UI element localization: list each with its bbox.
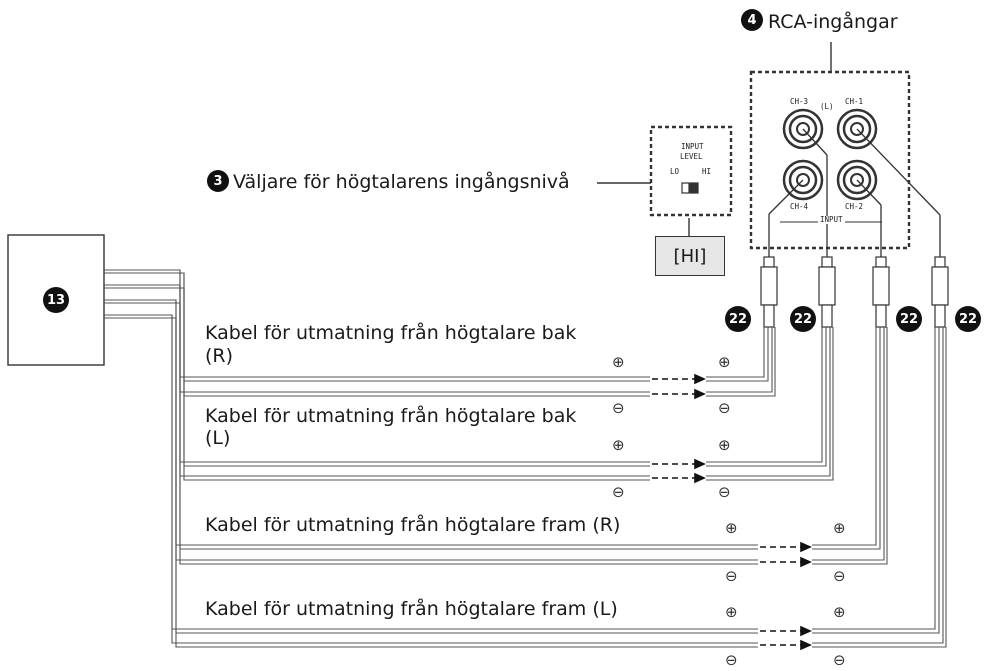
- minus-sign: ⊖: [718, 399, 731, 417]
- ch3-label: CH-3: [790, 97, 809, 106]
- hi-label: HI: [702, 167, 712, 176]
- input-level-title-2: LEVEL: [680, 152, 703, 161]
- rca-inputs-label: RCA-ingångar: [768, 11, 898, 33]
- speaker-cables: [104, 269, 947, 648]
- plug-number-badge-1: 22: [725, 306, 751, 332]
- plus-sign: ⊕: [833, 603, 846, 621]
- rear-right-cable-label: Kabel för utmatning från högtalare bak: [205, 322, 577, 344]
- jack-cables: [768, 128, 941, 257]
- minus-sign: ⊖: [725, 651, 738, 669]
- hi-setting-box: [HI]: [655, 236, 725, 276]
- input-level-selector-label: Väljare för högtalarens ingångsnivå: [233, 171, 570, 193]
- minus-sign: ⊖: [612, 399, 625, 417]
- minus-sign: ⊖: [612, 483, 625, 501]
- connection-arrows: [652, 373, 812, 651]
- plug-number-badge-2: 22: [790, 306, 816, 332]
- plug-number-badge-3: 22: [896, 306, 922, 332]
- arrow-rear-r-top: [652, 373, 706, 385]
- plug-1: [760, 256, 778, 328]
- minus-sign: ⊖: [725, 567, 738, 585]
- arrow-rear-l-bottom: [652, 472, 706, 484]
- rca-plugs: [760, 256, 949, 328]
- minus-sign: ⊖: [833, 651, 846, 669]
- l-mark-label: (L): [820, 102, 834, 111]
- lo-label: LO: [670, 167, 680, 176]
- rca-number-badge: 4: [741, 9, 763, 31]
- ch1-label: CH-1: [845, 97, 864, 106]
- arrow-front-r-bottom: [760, 556, 812, 568]
- ch4-label: CH-4: [790, 202, 809, 211]
- jack-ch4: [782, 159, 824, 201]
- arrow-front-l-bottom: [760, 639, 812, 651]
- plus-sign: ⊕: [612, 353, 625, 371]
- plug-2: [818, 256, 836, 328]
- front-right-cable-label: Kabel för utmatning från högtalare fram …: [205, 514, 621, 536]
- jack-ch2: [836, 159, 878, 201]
- plug-number-badge-4: 22: [955, 306, 981, 332]
- input-label: INPUT: [818, 215, 845, 224]
- input-level-panel: [649, 125, 733, 217]
- plus-sign: ⊕: [718, 353, 731, 371]
- ch2-label: CH-2: [845, 202, 864, 211]
- arrow-front-r-top: [760, 541, 812, 553]
- minus-sign: ⊖: [833, 567, 846, 585]
- input-level-title-1: INPUT: [681, 142, 704, 151]
- rca-jacks: [780, 108, 882, 223]
- rear-left-side-label: (L): [205, 427, 231, 449]
- front-left-cable-label: Kabel för utmatning från högtalare fram …: [205, 598, 618, 620]
- plus-sign: ⊕: [833, 519, 846, 537]
- selector-switch: [681, 182, 699, 194]
- plus-sign: ⊕: [612, 436, 625, 454]
- unit-number-badge: 13: [43, 287, 69, 313]
- rca-panel: [749, 70, 911, 250]
- selector-number-badge: 3: [207, 170, 229, 192]
- plus-sign: ⊕: [725, 603, 738, 621]
- rear-right-side-label: (R): [205, 345, 234, 367]
- plug-3: [872, 256, 890, 328]
- jack-ch1: [836, 108, 878, 150]
- jack-ch3: [782, 108, 824, 150]
- rear-left-cable-label: Kabel för utmatning från högtalare bak: [205, 405, 577, 427]
- minus-sign: ⊖: [718, 483, 731, 501]
- plus-sign: ⊕: [725, 519, 738, 537]
- arrow-rear-r-bottom: [652, 388, 706, 400]
- plug-4: [931, 256, 949, 328]
- arrow-rear-l-top: [652, 458, 706, 470]
- arrow-front-l-top: [760, 625, 812, 637]
- plus-sign: ⊕: [718, 436, 731, 454]
